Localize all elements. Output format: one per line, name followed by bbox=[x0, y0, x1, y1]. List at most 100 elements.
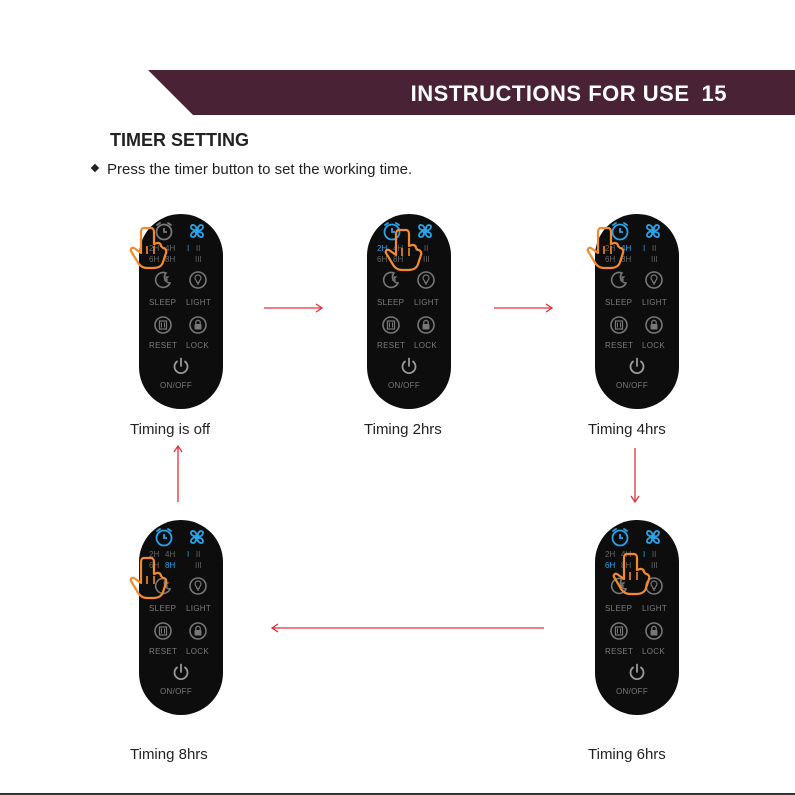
sleep-label: SLEEP bbox=[377, 298, 405, 307]
instruction-text: Press the timer button to set the workin… bbox=[107, 161, 413, 178]
power-label: ON/OFF bbox=[160, 687, 193, 696]
sleep-moon-icon[interactable] bbox=[381, 270, 401, 295]
light-label: LIGHT bbox=[414, 298, 440, 307]
speed-level-3: III bbox=[195, 255, 202, 264]
reset-filter-icon[interactable] bbox=[153, 621, 173, 646]
fan-icon[interactable] bbox=[642, 220, 664, 247]
timer-6h-label: 6H bbox=[377, 255, 388, 264]
reset-filter-icon[interactable] bbox=[609, 315, 629, 340]
timer-2h-label: 2H bbox=[377, 244, 388, 253]
instruction-line: Press the timer button to set the workin… bbox=[90, 161, 413, 178]
power-label: ON/OFF bbox=[616, 381, 649, 390]
light-label: LIGHT bbox=[186, 298, 212, 307]
reset-filter-icon[interactable] bbox=[609, 621, 629, 646]
lock-label: LOCK bbox=[186, 647, 209, 656]
power-label: ON/OFF bbox=[160, 381, 193, 390]
speed-level-3: III bbox=[423, 255, 430, 264]
timer-8h-label: 8H bbox=[165, 255, 176, 264]
sleep-label: SLEEP bbox=[149, 298, 177, 307]
lock-label: LOCK bbox=[414, 341, 437, 350]
power-icon[interactable] bbox=[399, 356, 419, 381]
lock-icon[interactable] bbox=[644, 621, 664, 646]
remote-control: 2H 4H 6H 8H I II III SLEEP LIGHT RESET L… bbox=[139, 520, 223, 715]
caption-timing-off: Timing is off bbox=[130, 421, 211, 438]
arrow-down bbox=[630, 448, 640, 504]
sleep-label: SLEEP bbox=[149, 604, 177, 613]
sleep-moon-icon[interactable] bbox=[609, 270, 629, 295]
lock-label: LOCK bbox=[642, 341, 665, 350]
speed-levels: I II bbox=[187, 550, 201, 559]
lock-icon[interactable] bbox=[188, 621, 208, 646]
lock-icon[interactable] bbox=[644, 315, 664, 340]
header-title: INSTRUCTIONS FOR USE bbox=[410, 81, 690, 106]
fan-icon[interactable] bbox=[186, 220, 208, 247]
fan-icon[interactable] bbox=[642, 526, 664, 553]
timer-4h-label: 4H bbox=[165, 244, 176, 253]
caption-timing-6hrs: Timing 6hrs bbox=[588, 746, 666, 763]
light-label: LIGHT bbox=[642, 298, 668, 307]
hand-press-icon bbox=[382, 226, 426, 272]
bullet-diamond-icon bbox=[90, 163, 100, 173]
hand-press-icon bbox=[127, 554, 171, 600]
clock-timer-icon[interactable] bbox=[153, 526, 175, 553]
light-bulb-icon[interactable] bbox=[188, 270, 208, 295]
power-icon[interactable] bbox=[627, 662, 647, 687]
footer-rule bbox=[0, 793, 795, 795]
caption-timing-2hrs: Timing 2hrs bbox=[364, 421, 442, 438]
reset-label: RESET bbox=[605, 341, 634, 350]
light-label: LIGHT bbox=[642, 604, 668, 613]
lock-label: LOCK bbox=[642, 647, 665, 656]
timer-6h-label: 6H bbox=[605, 561, 616, 570]
speed-levels: I II bbox=[643, 244, 657, 253]
speed-level-3: III bbox=[651, 255, 658, 264]
arrow-left bbox=[270, 623, 544, 633]
timer-4h-label: 4H bbox=[393, 244, 404, 253]
power-icon[interactable] bbox=[171, 662, 191, 687]
reset-label: RESET bbox=[377, 341, 406, 350]
reset-label: RESET bbox=[149, 647, 178, 656]
caption-timing-4hrs: Timing 4hrs bbox=[588, 421, 666, 438]
power-icon[interactable] bbox=[627, 356, 647, 381]
fan-icon[interactable] bbox=[414, 220, 436, 247]
timer-2h-label: 2H bbox=[149, 550, 160, 559]
timer-4h-label: 4H bbox=[165, 550, 176, 559]
clock-timer-icon[interactable] bbox=[609, 526, 631, 553]
power-icon[interactable] bbox=[171, 356, 191, 381]
lock-icon[interactable] bbox=[188, 315, 208, 340]
sleep-label: SLEEP bbox=[605, 604, 633, 613]
speed-levels: I II bbox=[643, 550, 657, 559]
timer-2h-label: 2H bbox=[605, 550, 616, 559]
power-label: ON/OFF bbox=[616, 687, 649, 696]
reset-filter-icon[interactable] bbox=[153, 315, 173, 340]
clock-timer-icon[interactable] bbox=[381, 220, 403, 247]
hand-press-icon bbox=[584, 224, 628, 270]
timer-8h-label: 8H bbox=[165, 561, 176, 570]
reset-label: RESET bbox=[605, 647, 634, 656]
timer-6h-label: 6H bbox=[149, 255, 160, 264]
fan-icon[interactable] bbox=[186, 526, 208, 553]
sleep-moon-icon[interactable] bbox=[153, 270, 173, 295]
timer-6h-label: 6H bbox=[605, 255, 616, 264]
light-bulb-icon[interactable] bbox=[188, 576, 208, 601]
remote-control: 2H 4H 6H 8H I II III SLEEP LIGHT RESET L… bbox=[595, 214, 679, 409]
clock-timer-icon[interactable] bbox=[153, 220, 175, 247]
timer-2h-label: 2H bbox=[605, 244, 616, 253]
speed-level-3: III bbox=[195, 561, 202, 570]
reset-filter-icon[interactable] bbox=[381, 315, 401, 340]
header-banner: INSTRUCTIONS FOR USE 15 bbox=[148, 70, 795, 115]
power-label: ON/OFF bbox=[388, 381, 421, 390]
lock-label: LOCK bbox=[186, 341, 209, 350]
reset-label: RESET bbox=[149, 341, 178, 350]
clock-timer-icon[interactable] bbox=[609, 220, 631, 247]
light-bulb-icon[interactable] bbox=[416, 270, 436, 295]
timer-8h-label: 8H bbox=[393, 255, 404, 264]
light-bulb-icon[interactable] bbox=[644, 270, 664, 295]
lock-icon[interactable] bbox=[416, 315, 436, 340]
speed-level-3: III bbox=[651, 561, 658, 570]
timer-4h-label: 4H bbox=[621, 244, 632, 253]
section-title: TIMER SETTING bbox=[110, 130, 249, 150]
page-number: 15 bbox=[701, 81, 727, 106]
light-label: LIGHT bbox=[186, 604, 212, 613]
caption-timing-8hrs: Timing 8hrs bbox=[130, 746, 208, 763]
arrow-up bbox=[173, 444, 183, 502]
